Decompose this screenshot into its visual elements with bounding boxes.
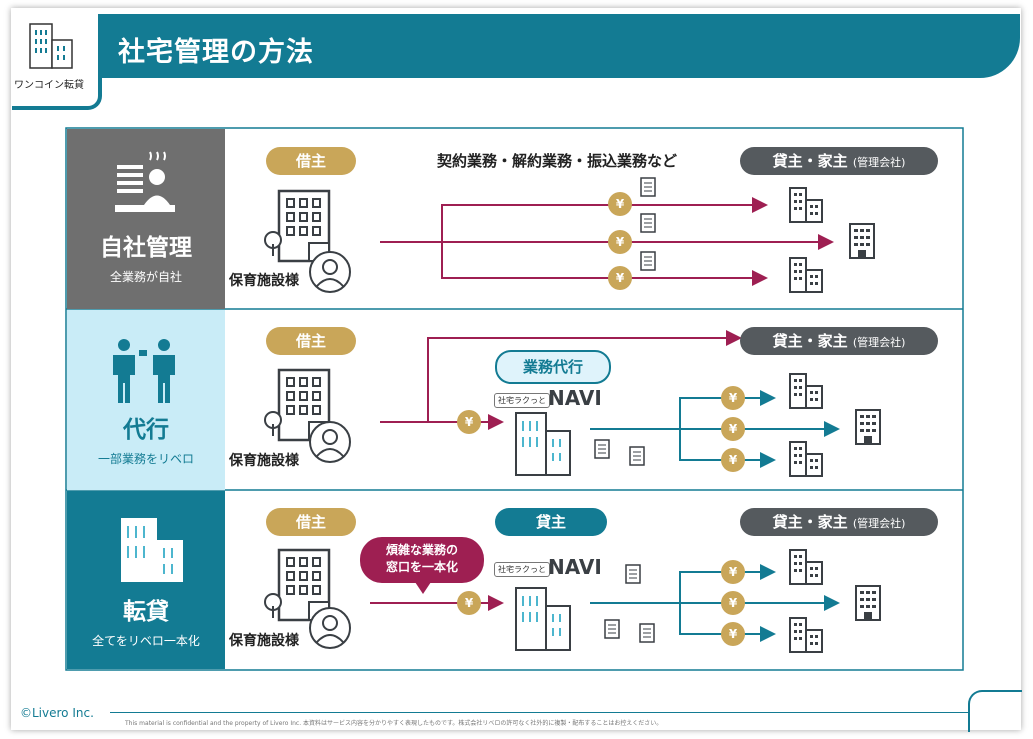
proxy-badge: 業務代行 [495,350,611,384]
desk-worker-icon [115,151,175,212]
bubble-line1: 煩雑な業務の [385,543,458,557]
yen-icon: ¥ [457,591,481,615]
header-bar [92,14,1020,78]
document-icon [625,564,641,584]
facility-label: 保育施設様 [229,453,299,469]
owner-pill: 貸主・家主 (管理会社) [740,147,938,175]
yen-icon: ¥ [721,591,745,615]
logo: ワンコイン転貸 [12,14,102,110]
page-title: 社宅管理の方法 [118,37,314,68]
footer-divider [110,712,970,713]
row1-label: 自社管理 全業務が自社 [67,228,225,285]
navi-logo: NAVI [548,555,602,579]
owner-label: 貸主・家主 [772,332,848,350]
tenant-pill: 借主 [266,508,356,536]
row3-label: 転貸 全てをリベロ一本化 [67,592,225,649]
yen-icon: ¥ [721,417,745,441]
office-building-icon [855,585,881,621]
footer-corner [968,690,1022,732]
yen-icon: ¥ [721,560,745,584]
navi-logo: NAVI [548,386,602,410]
yen-icon: ¥ [721,448,745,472]
landlord-pill: 貸主 [495,508,607,536]
building-logo-icon [29,23,73,69]
row1-label-bg [67,129,225,309]
contract-icon [629,446,645,466]
contract-icon [604,619,620,639]
contract-icon [640,251,656,271]
logo-text: ワンコイン転貸 [14,80,84,91]
owner-sub: (管理会社) [852,336,906,349]
row2-label: 代行 一部業務をリベロ [67,410,225,467]
row3-subtitle: 全てをリベロ一本化 [92,634,200,648]
contract-icon [594,439,610,459]
contract-icon [640,213,656,233]
speech-bubble: 煩雑な業務の 窓口を一本化 [360,537,484,583]
owner-sub: (管理会社) [852,517,906,530]
contract-text: 契約業務・解約業務・振込業務など [437,152,678,170]
yen-icon: ¥ [457,410,481,434]
tenant-building-icon [277,189,331,263]
row3-title: 転貸 [123,599,169,625]
row2-subtitle: 一部業務をリベロ [97,452,194,466]
owner-label: 貸主・家主 [772,513,848,531]
row1-flow-lines [380,197,834,286]
copyright: ©Livero Inc. [20,706,94,720]
yen-icon: ¥ [608,266,632,290]
two-people-icon [113,339,175,403]
facility-label: 保育施設様 [229,273,299,289]
bubble-line2: 窓口を一本化 [385,560,458,574]
person-icon [309,607,351,649]
owner-pill: 貸主・家主 (管理会社) [740,508,938,536]
row1-subtitle: 全業務が自社 [109,270,182,284]
office-building-icon [849,223,875,259]
contract-icon [639,623,655,643]
tenant-pill: 借主 [266,147,356,175]
owner-sub: (管理会社) [852,156,906,169]
person-icon [309,251,351,293]
office-building-icon [855,409,881,445]
confidential-note: This material is confidential and the pr… [125,720,663,727]
navi-tag: 社宅ラクっと [494,562,550,577]
owner-label: 貸主・家主 [772,152,848,170]
document-icon [640,177,656,197]
yen-icon: ¥ [608,230,632,254]
tenant-pill: 借主 [266,327,356,355]
yen-icon: ¥ [721,622,745,646]
row2-title: 代行 [123,417,169,443]
row1-title: 自社管理 [100,235,192,261]
navi-tag: 社宅ラクっと [494,393,550,408]
facility-label: 保育施設様 [229,633,299,649]
bubble-tail [415,582,431,594]
person-icon [309,421,351,463]
yen-icon: ¥ [721,386,745,410]
row2-label-bg [67,310,225,490]
building-icon [121,518,183,582]
owner-pill: 貸主・家主 (管理会社) [740,327,938,355]
yen-icon: ¥ [608,192,632,216]
